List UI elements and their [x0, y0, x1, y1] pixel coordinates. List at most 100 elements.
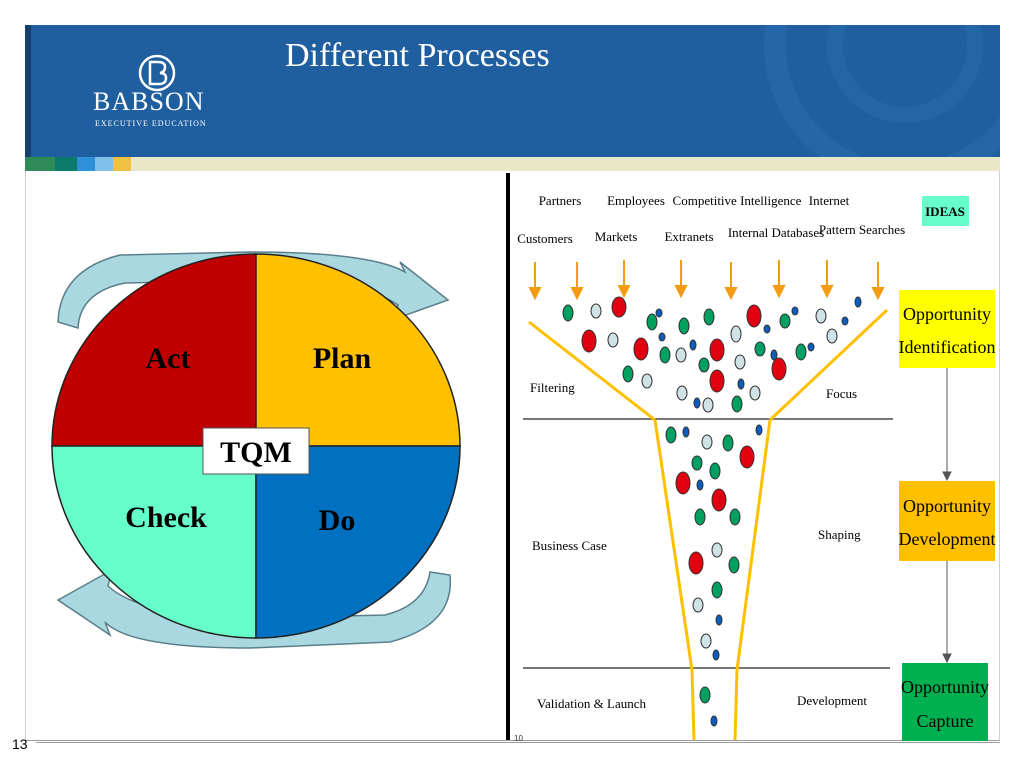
idea-bubble	[709, 369, 725, 393]
plan-label: Plan	[313, 342, 372, 375]
stage-identification-line1: Opportunity	[903, 304, 991, 324]
source-pattern-searches: Pattern Searches	[819, 222, 905, 237]
cycle-arrow-bottom	[56, 568, 452, 649]
header-stripe	[25, 157, 1000, 171]
idea-bubble	[694, 508, 706, 526]
idea-bubble	[731, 395, 743, 413]
label-validation-launch: Validation & Launch	[537, 696, 647, 711]
idea-bubble	[655, 308, 663, 318]
tqm-cycle-diagram: Act Plan Check Do TQM	[51, 251, 461, 649]
label-shaping: Shaping	[818, 527, 861, 542]
idea-bubble	[854, 296, 862, 308]
footer-line	[36, 742, 1000, 743]
ideas-label: IDEAS	[925, 204, 965, 219]
idea-bubble	[611, 296, 627, 318]
idea-bubble	[826, 328, 838, 344]
idea-bubble	[698, 357, 710, 373]
stage-box-capture	[902, 663, 988, 741]
idea-bubble	[841, 316, 849, 326]
idea-bubble	[722, 434, 734, 452]
idea-bubble	[779, 313, 791, 329]
idea-bubble	[676, 385, 688, 401]
label-filtering: Filtering	[530, 380, 575, 395]
idea-bubble	[711, 542, 723, 558]
label-focus: Focus	[826, 386, 857, 401]
idea-bubble	[691, 455, 703, 471]
tqm-box	[202, 427, 310, 475]
idea-bubble	[590, 303, 602, 319]
idea-bubble	[795, 343, 807, 361]
quadrant-check	[51, 445, 257, 639]
idea-bubble	[659, 346, 671, 364]
quadrant-act	[51, 253, 257, 447]
idea-bubble	[730, 325, 742, 343]
idea-bubble	[763, 324, 771, 334]
source-customers: Customers	[517, 231, 573, 246]
stage-box-development	[899, 481, 995, 561]
idea-bubble	[633, 337, 649, 361]
idea-bubble	[581, 329, 597, 353]
idea-bubble	[682, 426, 690, 438]
idea-bubble	[709, 338, 725, 362]
idea-bubble	[678, 317, 690, 335]
stage-connectors	[942, 368, 952, 664]
idea-bubble	[675, 347, 687, 363]
idea-bubble	[770, 349, 778, 361]
stage-identification-line2: Identification	[899, 337, 996, 357]
idea-bubble	[641, 373, 653, 389]
idea-bubble	[699, 686, 711, 704]
act-label: Act	[146, 342, 191, 375]
idea-bubble	[696, 479, 704, 491]
source-competitive-intelligence: Competitive Intelligence	[673, 193, 802, 208]
idea-bubble	[692, 597, 704, 613]
idea-bubble	[693, 397, 701, 409]
idea-bubbles	[562, 296, 862, 727]
idea-bubble	[737, 378, 745, 390]
idea-bubble	[607, 332, 619, 348]
label-development: Development	[797, 693, 867, 708]
idea-bubble	[807, 342, 815, 352]
idea-bubble	[700, 633, 712, 649]
source-markets: Markets	[595, 229, 638, 244]
idea-bubble	[711, 581, 723, 599]
source-extranets: Extranets	[664, 229, 713, 244]
idea-bubble	[715, 614, 723, 626]
ideas-box	[922, 196, 969, 226]
idea-bubble	[791, 306, 799, 316]
idea-bubble	[754, 341, 766, 357]
innovation-funnel-diagram: Partners Employees Competitive Intellige…	[517, 193, 996, 741]
brand-name: BABSON	[93, 87, 205, 116]
quadrant-plan	[255, 253, 461, 447]
source-internet: Internet	[809, 193, 850, 208]
idea-bubble	[701, 434, 713, 450]
brand-subtitle: EXECUTIVE EDUCATION	[95, 119, 207, 128]
idea-bubble	[711, 488, 727, 512]
cycle-arrow-top	[57, 251, 450, 329]
idea-bubble	[709, 462, 721, 480]
check-label: Check	[125, 501, 207, 534]
idea-bubble	[702, 397, 714, 413]
idea-bubble	[749, 385, 761, 401]
tqm-label: TQM	[220, 436, 292, 469]
source-internal-databases: Internal Databases	[728, 225, 824, 240]
idea-bubble	[646, 313, 658, 331]
funnel-outline	[528, 308, 889, 741]
header-decoration	[764, 25, 1000, 157]
idea-bubble	[728, 556, 740, 574]
logo-panel	[25, 25, 241, 157]
idea-bubble	[658, 332, 666, 342]
stage-development-line2: Development	[899, 529, 996, 549]
idea-bubble	[622, 365, 634, 383]
slide-title: Different Processes	[285, 37, 550, 74]
small-slide-number: 10	[514, 734, 523, 743]
idea-bubble	[689, 339, 697, 351]
input-arrows	[528, 260, 885, 301]
do-label: Do	[319, 504, 356, 537]
idea-bubble	[734, 354, 746, 370]
idea-bubble	[562, 304, 574, 322]
idea-bubble	[665, 426, 677, 444]
stage-capture-line2: Capture	[917, 711, 974, 731]
idea-bubble	[688, 551, 704, 575]
source-partners: Partners	[539, 193, 582, 208]
source-employees: Employees	[607, 193, 665, 208]
